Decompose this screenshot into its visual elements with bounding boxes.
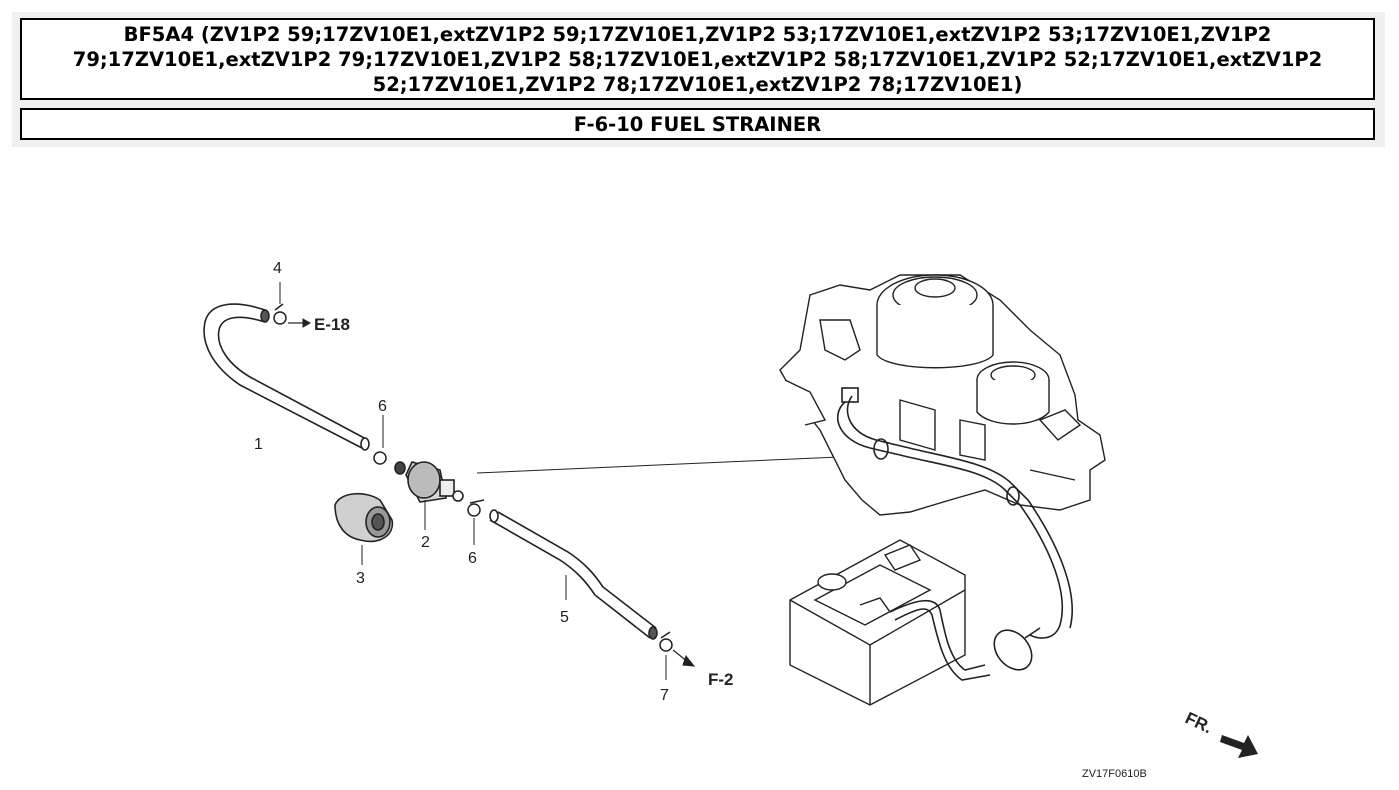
callout-7: 7 (660, 687, 669, 704)
ref-arrow-e18 (288, 318, 312, 328)
callout-2: 2 (421, 534, 430, 551)
leader-line (476, 455, 863, 474)
fuel-strainer[interactable] (394, 461, 464, 530)
section-title: F-6-10 FUEL STRAINER (20, 108, 1375, 140)
ref-e18[interactable]: E-18 (314, 315, 350, 334)
callout-5: 5 (560, 609, 569, 626)
fuel-hose-lower[interactable] (489, 509, 658, 640)
callout-4: 4 (273, 260, 282, 277)
drawing-code: ZV17F0610B (1082, 768, 1147, 780)
engine-illustration (779, 274, 1106, 516)
callout-6-upper: 6 (378, 398, 387, 415)
hose-clip-7[interactable] (659, 631, 673, 680)
primer-bulb (889, 599, 1041, 681)
fuel-tank-illustration (789, 539, 966, 706)
model-title: BF5A4 (ZV1P2 59;17ZV10E1,extZV1P2 59;17Z… (20, 18, 1375, 100)
hose-clip-6-lower[interactable] (467, 499, 485, 545)
front-marker-label: FR. (1182, 708, 1215, 737)
callout-3: 3 (356, 570, 365, 587)
fuel-hose-upper[interactable] (203, 303, 370, 451)
front-direction-arrow (1220, 735, 1258, 758)
ref-arrow-f2 (672, 649, 696, 667)
hose-clip-4[interactable] (273, 282, 287, 325)
header: BF5A4 (ZV1P2 59;17ZV10E1,extZV1P2 59;17Z… (12, 12, 1385, 147)
hose-clip-6-upper[interactable] (373, 415, 387, 465)
engine-fuel-line (836, 387, 1073, 639)
callout-1: 1 (254, 436, 263, 453)
callout-6-lower: 6 (468, 550, 477, 567)
strainer-cup[interactable] (334, 492, 394, 565)
ref-f2[interactable]: F-2 (708, 670, 734, 689)
